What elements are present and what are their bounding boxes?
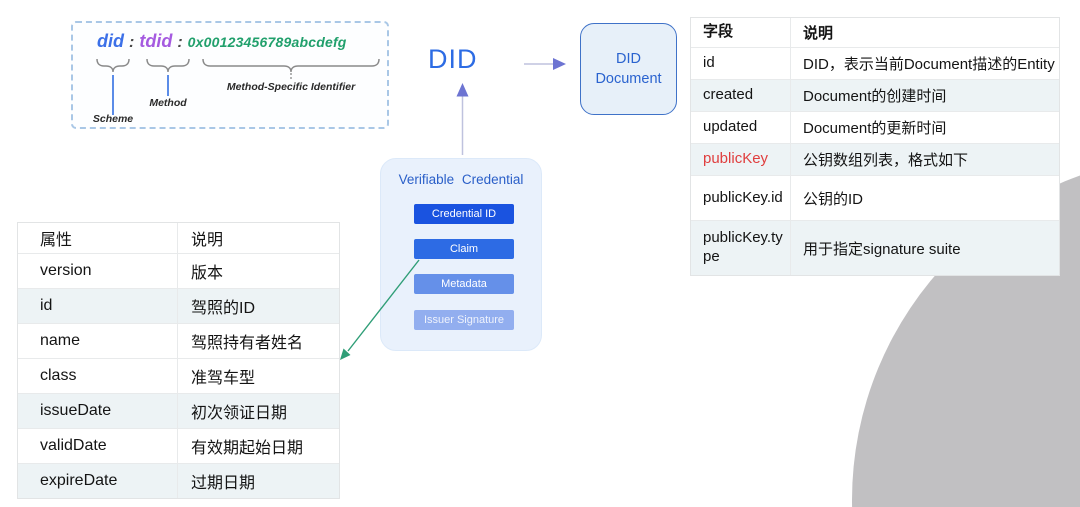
cell-desc: 准驾车型 <box>191 370 256 387</box>
column-header: 属性 <box>18 223 178 253</box>
table-row: publicKey.id 公钥的ID <box>691 175 1059 220</box>
cell-key: issueDate <box>18 394 178 428</box>
colon-separator: : <box>129 34 135 51</box>
cell-key: name <box>18 324 178 358</box>
column-header: 说明 <box>191 232 224 249</box>
cell-desc: 驾照持有者姓名 <box>191 335 304 352</box>
column-header: 字段 <box>691 18 791 47</box>
vc-metadata-bar: Metadata <box>414 274 514 294</box>
table-row: expireDate 过期日期 <box>18 463 339 498</box>
table-header-row: 属性 说明 <box>18 223 339 253</box>
arrow-right-icon <box>553 58 566 70</box>
table-row: validDate 有效期起始日期 <box>18 428 339 463</box>
table-row: version 版本 <box>18 253 339 288</box>
cell-key-publickey: publicKey <box>691 144 791 175</box>
method-brace-icon <box>146 58 190 73</box>
cell-key: id <box>18 289 178 323</box>
vc-title: Verifiable Credential <box>398 172 524 187</box>
cell-desc: 过期日期 <box>191 475 256 492</box>
did-identifier-string: did : tdid : 0x00123456789abcdefg <box>97 31 347 52</box>
table-row: updated Document的更新时间 <box>691 111 1059 143</box>
scheme-brace-icon <box>96 58 130 73</box>
cell-key: expireDate <box>18 464 178 498</box>
cell-desc: Document的更新时间 <box>803 120 947 137</box>
did-document-box: DID Document <box>580 23 677 115</box>
cell-key: version <box>18 254 178 288</box>
method-label: Method <box>149 97 187 109</box>
cell-desc: 公钥的ID <box>803 190 864 208</box>
cell-desc: DID，表示当前Document描述的Entity <box>803 56 1055 73</box>
cell-key: class <box>18 359 178 393</box>
did-document-line1: DID <box>616 51 641 67</box>
did-method-text: tdid <box>139 31 173 51</box>
did-document-fields-table: 字段 说明 id DID，表示当前Document描述的Entity creat… <box>690 17 1060 276</box>
msi-label: Method-Specific Identifier <box>226 81 356 93</box>
cell-desc: 有效期起始日期 <box>191 440 304 457</box>
colon-separator: : <box>177 34 183 51</box>
cell-desc: 初次领证日期 <box>191 405 288 422</box>
table-row: class 准驾车型 <box>18 358 339 393</box>
vc-issuer-signature-bar: Issuer Signature <box>414 310 514 330</box>
table-header-row: 字段 说明 <box>691 18 1059 47</box>
did-document-line2: Document <box>595 71 662 87</box>
cell-key: created <box>691 80 791 111</box>
scheme-label: Scheme <box>92 113 134 125</box>
did-identifier-box: did : tdid : 0x00123456789abcdefg Method… <box>71 21 389 129</box>
cell-key: publicKey.type <box>691 221 791 275</box>
cell-key: updated <box>691 112 791 143</box>
table-row: publicKey 公钥数组列表，格式如下 <box>691 143 1059 175</box>
cell-key: id <box>691 48 791 79</box>
brace-annotations <box>96 58 380 115</box>
table-row: id 驾照的ID <box>18 288 339 323</box>
vc-credential-id-bar: Credential ID <box>414 204 514 224</box>
did-msi-text: 0x00123456789abcdefg <box>187 34 347 50</box>
cell-desc: 版本 <box>191 265 224 282</box>
cell-desc: 用于指定signature suite <box>803 240 961 258</box>
cell-key: publicKey.id <box>691 176 791 220</box>
verifiable-credential-box: Verifiable Credential Credential ID Clai… <box>380 158 542 351</box>
arrow-up-icon <box>456 83 469 97</box>
claim-arrow-icon <box>340 348 351 360</box>
table-row: created Document的创建时间 <box>691 79 1059 111</box>
table-row: id DID，表示当前Document描述的Entity <box>691 47 1059 79</box>
did-scheme-text: did <box>97 31 124 51</box>
table-row: name 驾照持有者姓名 <box>18 323 339 358</box>
cell-key: validDate <box>18 429 178 463</box>
table-row: issueDate 初次领证日期 <box>18 393 339 428</box>
msi-brace-icon <box>202 58 380 73</box>
cell-desc: Document的创建时间 <box>803 88 947 105</box>
table-row: publicKey.type 用于指定signature suite <box>691 220 1059 275</box>
did-title: DID <box>428 44 478 74</box>
column-header: 说明 <box>803 25 834 42</box>
claim-attributes-table: 属性 说明 version 版本 id 驾照的ID name 驾照持有者姓名 c… <box>17 222 340 499</box>
cell-desc: 公钥数组列表，格式如下 <box>803 152 969 169</box>
cell-desc: 驾照的ID <box>191 300 256 317</box>
vc-claim-bar: Claim <box>414 239 514 259</box>
